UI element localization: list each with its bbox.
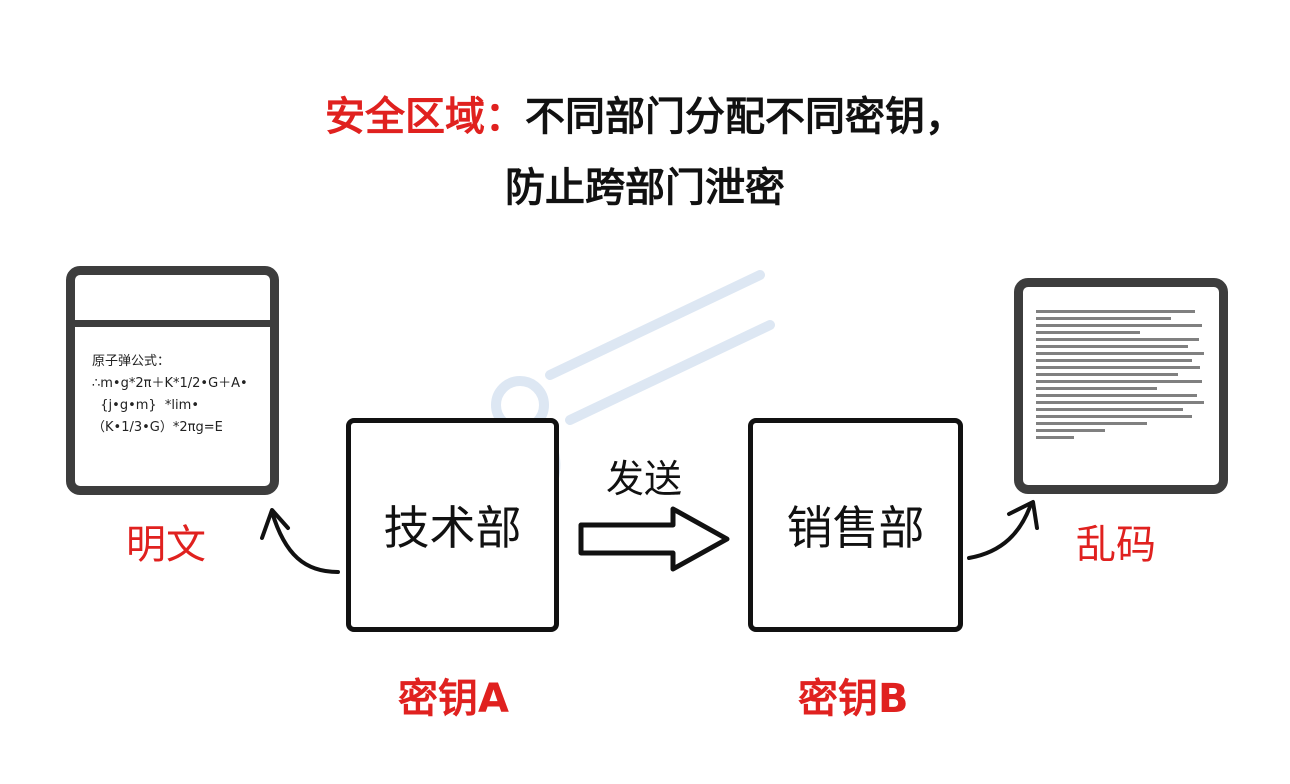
title-line-2: 防止跨部门泄密 bbox=[505, 165, 785, 211]
garbled-line bbox=[1036, 415, 1192, 418]
sales-department-label: 销售部 bbox=[786, 501, 925, 555]
title-highlight: 安全区域： bbox=[325, 94, 525, 140]
garbled-line bbox=[1036, 359, 1192, 362]
garbled-line bbox=[1036, 436, 1075, 439]
key-b-label: 密钥B bbox=[798, 676, 909, 722]
garbled-line bbox=[1036, 317, 1171, 320]
title-rest: 不同部门分配不同密钥， bbox=[525, 94, 965, 140]
tech-department-label: 技术部 bbox=[383, 501, 522, 555]
garbled-line bbox=[1036, 401, 1204, 404]
garbled-line bbox=[1036, 422, 1147, 425]
send-label: 发送 bbox=[606, 457, 683, 501]
garbled-line bbox=[1036, 366, 1201, 369]
tech-department-box: 技术部 bbox=[346, 418, 559, 632]
send-arrow-icon bbox=[578, 506, 730, 572]
garbled-line bbox=[1036, 380, 1203, 383]
garbled-line bbox=[1036, 387, 1158, 390]
sales-department-box: 销售部 bbox=[748, 418, 963, 632]
garbled-line bbox=[1036, 429, 1106, 432]
curved-arrow-right-icon bbox=[967, 500, 1039, 560]
garbled-line bbox=[1036, 331, 1140, 334]
garbled-line bbox=[1036, 373, 1178, 376]
garbled-line bbox=[1036, 352, 1204, 355]
garbled-line bbox=[1036, 310, 1196, 313]
curved-arrow-left-icon bbox=[260, 508, 340, 574]
title-line-1: 安全区域：不同部门分配不同密钥， bbox=[0, 97, 1290, 137]
plaintext-content: 原子弹公式： ∴m•g*2π＋K*1/2•G＋A• {j•g•m} *lim• … bbox=[92, 354, 248, 435]
garbled-text-block bbox=[1036, 310, 1209, 443]
garbled-line bbox=[1036, 324, 1203, 327]
garbled-line bbox=[1036, 338, 1199, 341]
garbled-line bbox=[1036, 345, 1189, 348]
plaintext-label: 明文 bbox=[126, 522, 206, 568]
garbled-line bbox=[1036, 394, 1197, 397]
key-a-label: 密钥A bbox=[398, 676, 509, 722]
plaintext-document: 原子弹公式： ∴m•g*2π＋K*1/2•G＋A• {j•g•m} *lim• … bbox=[66, 266, 279, 495]
garbled-line bbox=[1036, 408, 1184, 411]
ciphertext-document bbox=[1014, 278, 1228, 494]
ciphertext-label: 乱码 bbox=[1076, 522, 1156, 568]
document-header-divider bbox=[75, 320, 270, 327]
